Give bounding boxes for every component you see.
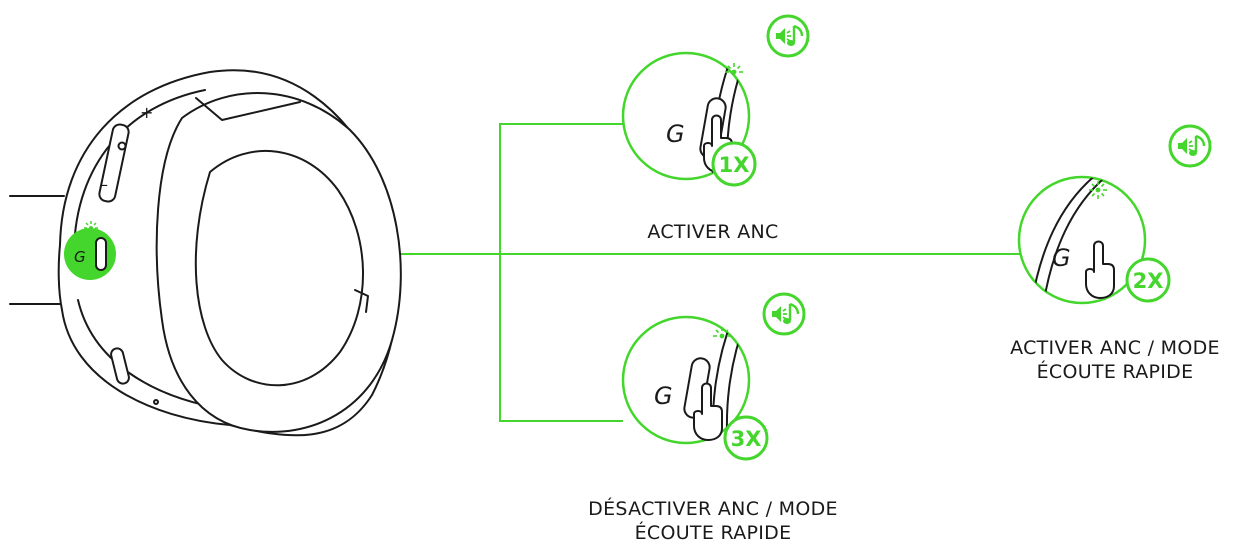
led-indicator-icon	[725, 63, 743, 75]
branch-connector-3x	[499, 254, 623, 422]
zoom-2x: G 2X	[1017, 124, 1212, 305]
anc-button-highlight: G	[64, 221, 116, 280]
audio-prompt-icon	[762, 292, 806, 336]
usb-c-port	[110, 347, 130, 385]
caption-2x: ACTIVER ANC / MODE ÉCOUTE RAPIDE	[992, 336, 1235, 384]
tap-hand-icon	[1085, 240, 1115, 299]
caption-2x-line-1: ACTIVER ANC / MODE	[1010, 337, 1220, 359]
caption-1x-line-1: ACTIVER ANC	[647, 221, 779, 243]
tap-count-1x: 1X	[719, 153, 750, 177]
zoom-3x: G 3X	[621, 292, 806, 461]
caption-3x-line-2: ÉCOUTE RAPIDE	[634, 522, 792, 544]
cushion-fold-top	[195, 97, 301, 121]
zoom-1x-glyph: G	[666, 120, 685, 148]
ear-cushion-inner	[194, 150, 364, 387]
branch-connector-1x	[499, 123, 623, 254]
mic-dot	[117, 141, 127, 151]
caption-2x-line-2: ÉCOUTE RAPIDE	[1036, 361, 1194, 383]
headset-earcup: + –	[9, 69, 402, 437]
tap-count-2x: 2X	[1133, 269, 1164, 293]
anc-button-glyph: G	[74, 248, 86, 266]
led-indicator-icon	[713, 327, 731, 339]
zoom-1x: G 1X	[621, 14, 810, 187]
caption-3x-line-1: DÉSACTIVER ANC / MODE	[588, 498, 838, 520]
anc-button	[95, 237, 107, 271]
tap-hand-icon	[693, 382, 723, 441]
anc-button-highlight-circle	[64, 228, 116, 280]
zoom-2x-glyph: G	[1052, 244, 1071, 272]
tap-count-badge: 1X	[711, 141, 757, 187]
led-indicator-icon	[1089, 181, 1107, 199]
zoom-3x-glyph: G	[654, 382, 673, 410]
audio-prompt-icon	[766, 14, 810, 58]
audio-prompt-icon	[1168, 124, 1212, 168]
led-indicator-icon	[84, 221, 98, 230]
cushion-fold-side	[354, 289, 369, 313]
caption-1x: ACTIVER ANC	[598, 220, 828, 244]
tap-count-badge: 3X	[723, 415, 769, 461]
tap-count-3x: 3X	[731, 427, 762, 451]
caption-3x: DÉSACTIVER ANC / MODE ÉCOUTE RAPIDE	[548, 497, 878, 545]
volume-plus-label: +	[140, 103, 153, 122]
volume-minus-label: –	[100, 175, 108, 194]
status-hole	[153, 399, 159, 405]
tap-count-badge: 2X	[1125, 257, 1171, 303]
